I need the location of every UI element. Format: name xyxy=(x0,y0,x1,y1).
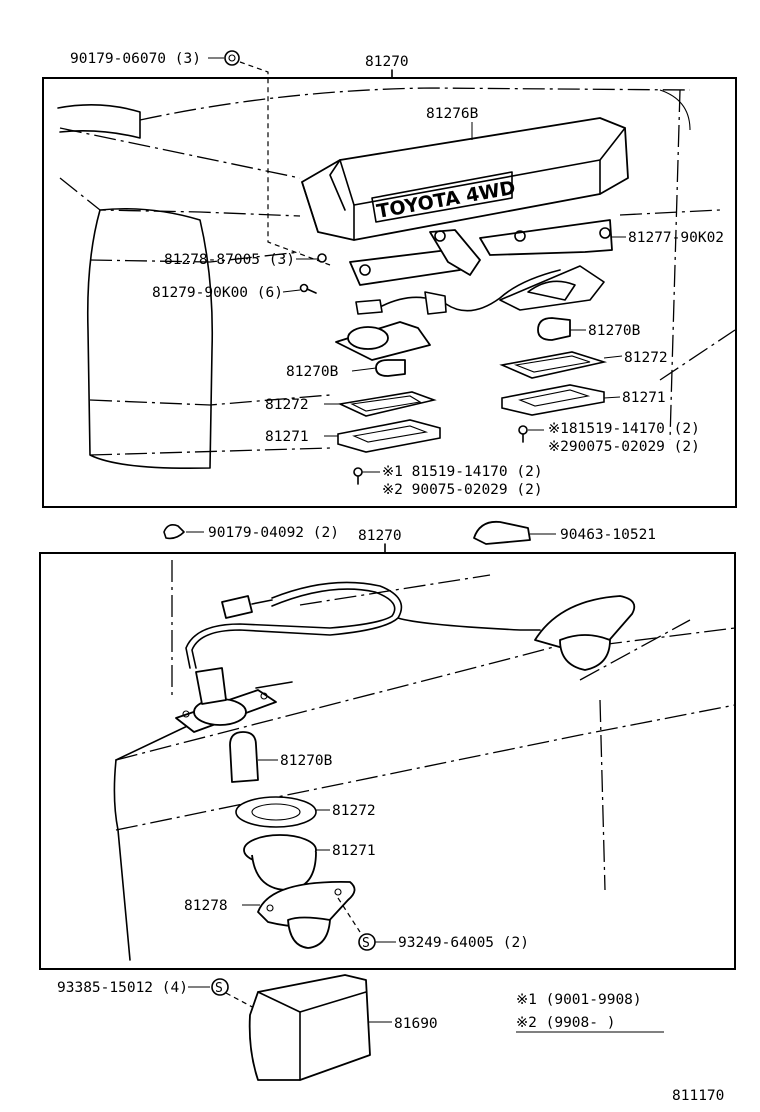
right-lamp-housing-bottom xyxy=(534,595,636,671)
wiring-harness-bottom xyxy=(185,581,541,669)
gasket-bottom xyxy=(235,796,330,828)
label-nut-top: 90179-06070 (3) xyxy=(70,51,201,67)
top-section-frame xyxy=(42,77,737,508)
tailgate-outline-top xyxy=(57,87,736,470)
label-housing-bottom: 81278 xyxy=(184,898,228,914)
label-screw-bottom: 93249-64005 (2) xyxy=(398,935,529,951)
label-screw-left-1: ※1 81519-14170 (2) xyxy=(382,464,543,480)
note-1: ※1 (9001-9908) xyxy=(516,992,642,1008)
label-clamp: 90463-10521 xyxy=(560,527,656,543)
grommet-icon xyxy=(163,524,204,540)
lamp-socket-bottom xyxy=(175,667,293,733)
label-gasket-bottom: 81272 xyxy=(332,803,376,819)
lens-right-top xyxy=(501,384,605,416)
label-screw-right-1: ※181519-14170 (2) xyxy=(548,421,700,437)
label-screw-right-2: ※290075-02029 (2) xyxy=(548,439,700,455)
label-grommet: 90179-04092 (2) xyxy=(208,525,339,541)
bulb-left-top xyxy=(375,359,406,377)
label-gasket-left: 81272 xyxy=(265,397,309,413)
lamp-81690 xyxy=(248,974,392,1081)
gasket-right-top xyxy=(499,351,608,379)
label-lens-right: 81271 xyxy=(622,390,666,406)
license-lamp-cover: TOYOTA 4WD xyxy=(301,117,629,241)
screw-symbol-text: S xyxy=(362,936,370,951)
bulb-right-top xyxy=(537,317,571,341)
lens-left-top xyxy=(337,419,441,453)
screw-symbol-bottom: S xyxy=(358,933,396,951)
note-2: ※2 (9908- ) xyxy=(516,1015,615,1031)
lamp-brackets xyxy=(349,219,613,311)
label-bulb-left: 81270B xyxy=(286,364,339,380)
lamp-screw-symbol: S xyxy=(188,978,259,1011)
label-screw-left-2: ※2 90075-02029 (2) xyxy=(382,482,543,498)
label-lamp-screw: 93385-15012 (4) xyxy=(57,980,188,996)
label-gasket-right: 81272 xyxy=(624,350,668,366)
lens-bottom xyxy=(243,834,330,891)
lamp-screw-symbol-text: S xyxy=(215,981,223,996)
nut-icon xyxy=(224,50,331,266)
figure-number: 811170 xyxy=(672,1088,724,1104)
bottom-section-frame xyxy=(39,552,736,970)
label-bulb-right: 81270B xyxy=(588,323,641,339)
label-lens-left: 81271 xyxy=(265,429,309,445)
gasket-left-top xyxy=(337,391,437,417)
label-bracket-right: 81277-90K02 xyxy=(628,230,724,246)
lamp-wiring-top xyxy=(335,269,561,361)
label-screw: 81279-90K00 (6) xyxy=(152,285,283,301)
bottom-assembly-label: 81270 xyxy=(358,528,402,544)
top-assembly-label: 81270 xyxy=(365,54,409,70)
label-lamp: 81690 xyxy=(394,1016,438,1032)
label-lens-bottom: 81271 xyxy=(332,843,376,859)
clamp-icon xyxy=(473,520,556,545)
bulb-bottom xyxy=(229,731,278,783)
label-bulb-bottom: 81270B xyxy=(280,753,333,769)
label-clip: 81278-87005 (3) xyxy=(164,252,295,268)
label-cover: 81276B xyxy=(426,106,479,122)
housing-bottom xyxy=(242,881,361,949)
leaders-top xyxy=(208,57,626,473)
